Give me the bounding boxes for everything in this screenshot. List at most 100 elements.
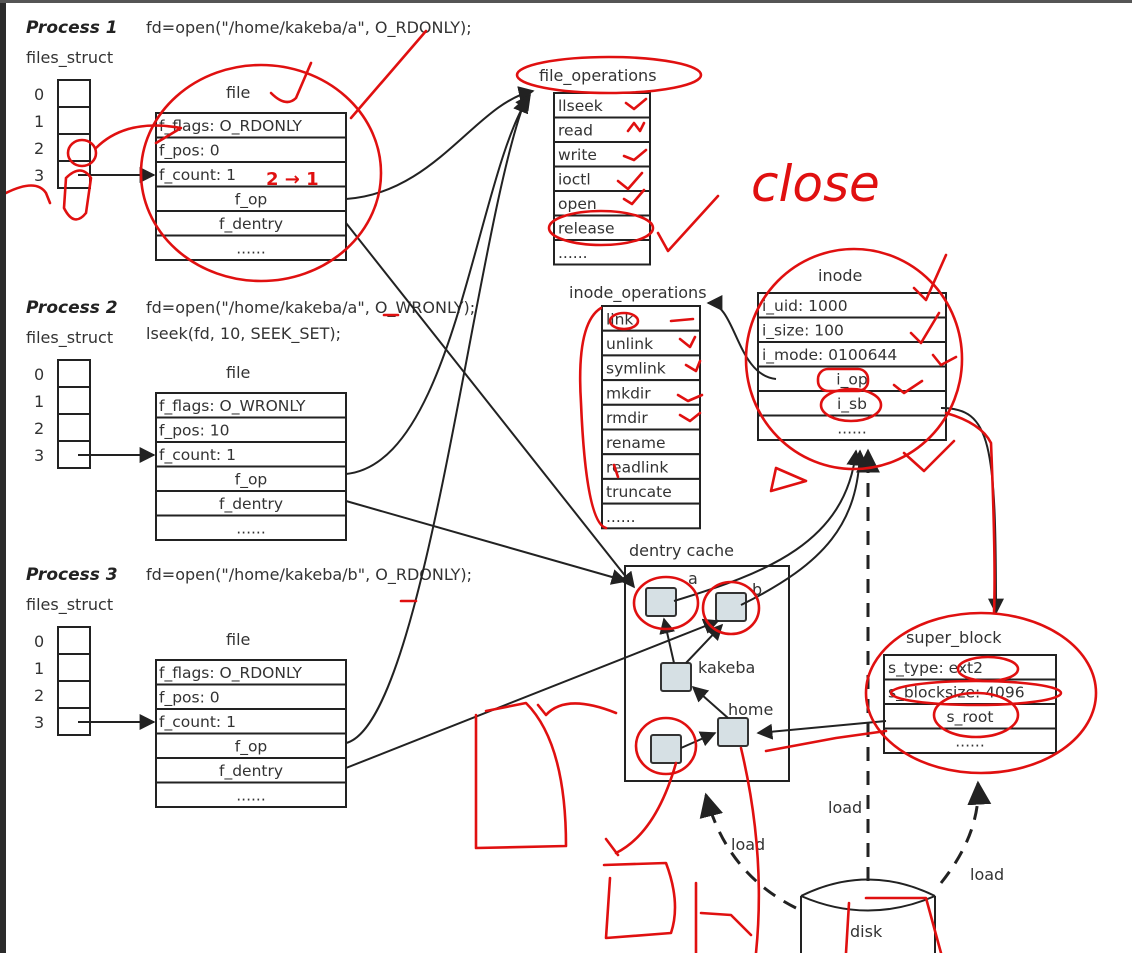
file-field: ...... [236,240,266,258]
process-code-line: fd=open("/home/kakeba/b", O_RDONLY); [146,565,472,585]
file-field: f_count: 1 [159,166,236,185]
process-code-line: fd=open("/home/kakeba/a", O_WRONLY); [146,298,475,318]
dentry-cache-label: dentry cache [629,541,734,560]
file-field: f_dentry [219,495,283,514]
file-field-row [155,490,347,517]
file-field-row [155,708,347,735]
file-field: ...... [236,787,266,805]
super-block-label: super_block [906,628,1002,648]
process-code-line: fd=open("/home/kakeba/a", O_RDONLY); [146,18,472,38]
file-field: ...... [236,520,266,538]
process-code-line: lseek(fd, 10, SEEK_SET); [146,324,341,344]
file-field: f_pos: 0 [159,689,220,708]
struct-field: llseek [558,97,603,115]
dentry-node-kakeba [660,662,692,692]
struct-field-row [601,305,701,332]
files-struct-label: files_struct [26,328,113,348]
struct-field: rename [606,434,666,452]
struct-field: symlink [606,360,666,378]
file-field: f_flags: O_WRONLY [159,397,306,416]
struct-field: i_uid: 1000 [762,297,848,316]
file-field: f_count: 1 [159,713,236,732]
fd-index: 0 [34,365,44,384]
struct-field: i_mode: 0100644 [762,346,897,365]
struct-field: ...... [558,244,588,262]
fd-slot [57,359,91,388]
struct-field-row [601,354,701,382]
file-field-row [155,441,347,468]
dentry-node-home [717,717,749,747]
struct-field: read [558,122,593,140]
file-operations-struct: file_operationsllseekreadwriteioctlopenr… [539,66,657,266]
struct-field: s_type: ext2 [888,659,983,678]
fd-index: 2 [34,686,44,705]
file-field: f_flags: O_RDONLY [159,664,303,683]
fd-slot [57,386,91,415]
file-field: f_pos: 0 [159,142,220,161]
file-operations-label: file_operations [539,66,657,86]
struct-field-row [553,92,651,119]
fd-slot [57,79,91,108]
fd-index: 2 [34,419,44,438]
fd-slot [57,653,91,682]
struct-field: mkdir [606,384,651,402]
struct-field-row [601,453,701,480]
fd-index: 3 [34,166,44,185]
fd-index: 3 [34,713,44,732]
dentry-label-b: b [752,580,762,599]
dentry-node-b [715,592,747,622]
file-field-row [155,514,347,541]
annotation-circle-super-block [864,611,1098,775]
file-label: file [226,83,250,102]
struct-field-row [757,414,947,441]
file-label: file [226,363,250,382]
struct-field-row [601,502,701,530]
fd-slot [57,413,91,442]
struct-field: s_blocksize: 4096 [888,684,1025,703]
dentry-node-a [645,587,677,617]
inode-operations-struct: inode_operationslinkunlinksymlinkmkdirrm… [569,283,707,530]
dentry-node-root [650,734,682,764]
annotation-circle-fops-label [515,55,703,95]
annotation-count-change: 2 → 1 [266,169,319,190]
super-block-struct: super_block s_type: ext2 s_blocksize: 4096… [883,628,1057,754]
struct-field: write [558,146,597,164]
disk-cylinder: disk [800,878,936,953]
file-field-row [155,732,347,759]
dentry-label-home: home [728,700,773,719]
file-field: f_op [235,191,268,210]
struct-field-row [553,239,651,266]
annotation-circle-release [547,209,655,247]
file-field-row [155,234,347,261]
file-label: file [226,630,250,649]
struct-field: readlink [606,458,668,476]
struct-field: ...... [837,420,867,438]
annotation-circle-i-op [816,367,870,393]
struct-field: ...... [606,508,636,526]
struct-field: rmdir [606,409,648,427]
struct-field: unlink [606,335,653,353]
hand-annotations: close 2 → 1 [6,29,1098,953]
fd-index: 0 [34,632,44,651]
load-label-dentry: load [731,835,765,854]
file-field: f_op [235,471,268,490]
struct-field-row [553,116,651,143]
process-title: Process 2 [26,298,118,318]
struct-field-row [883,727,1057,754]
fd-slot [57,133,91,162]
inode-operations-label: inode_operations [569,283,707,303]
file-field-row [155,185,347,212]
file-field-row [155,757,347,784]
annotation-circle-file1 [139,63,383,283]
file-field: f_flags: O_RDONLY [159,117,303,136]
files-struct-label: files_struct [26,48,113,68]
file-field-row [155,781,347,808]
file-field-row [155,136,347,163]
dentry-cache: dentry cache a b kakeba home [624,541,790,782]
annotation-circle-i-sb [819,387,883,423]
struct-field-row [601,428,701,456]
file-field: f_count: 1 [159,446,236,465]
files-struct-label: files_struct [26,595,113,615]
